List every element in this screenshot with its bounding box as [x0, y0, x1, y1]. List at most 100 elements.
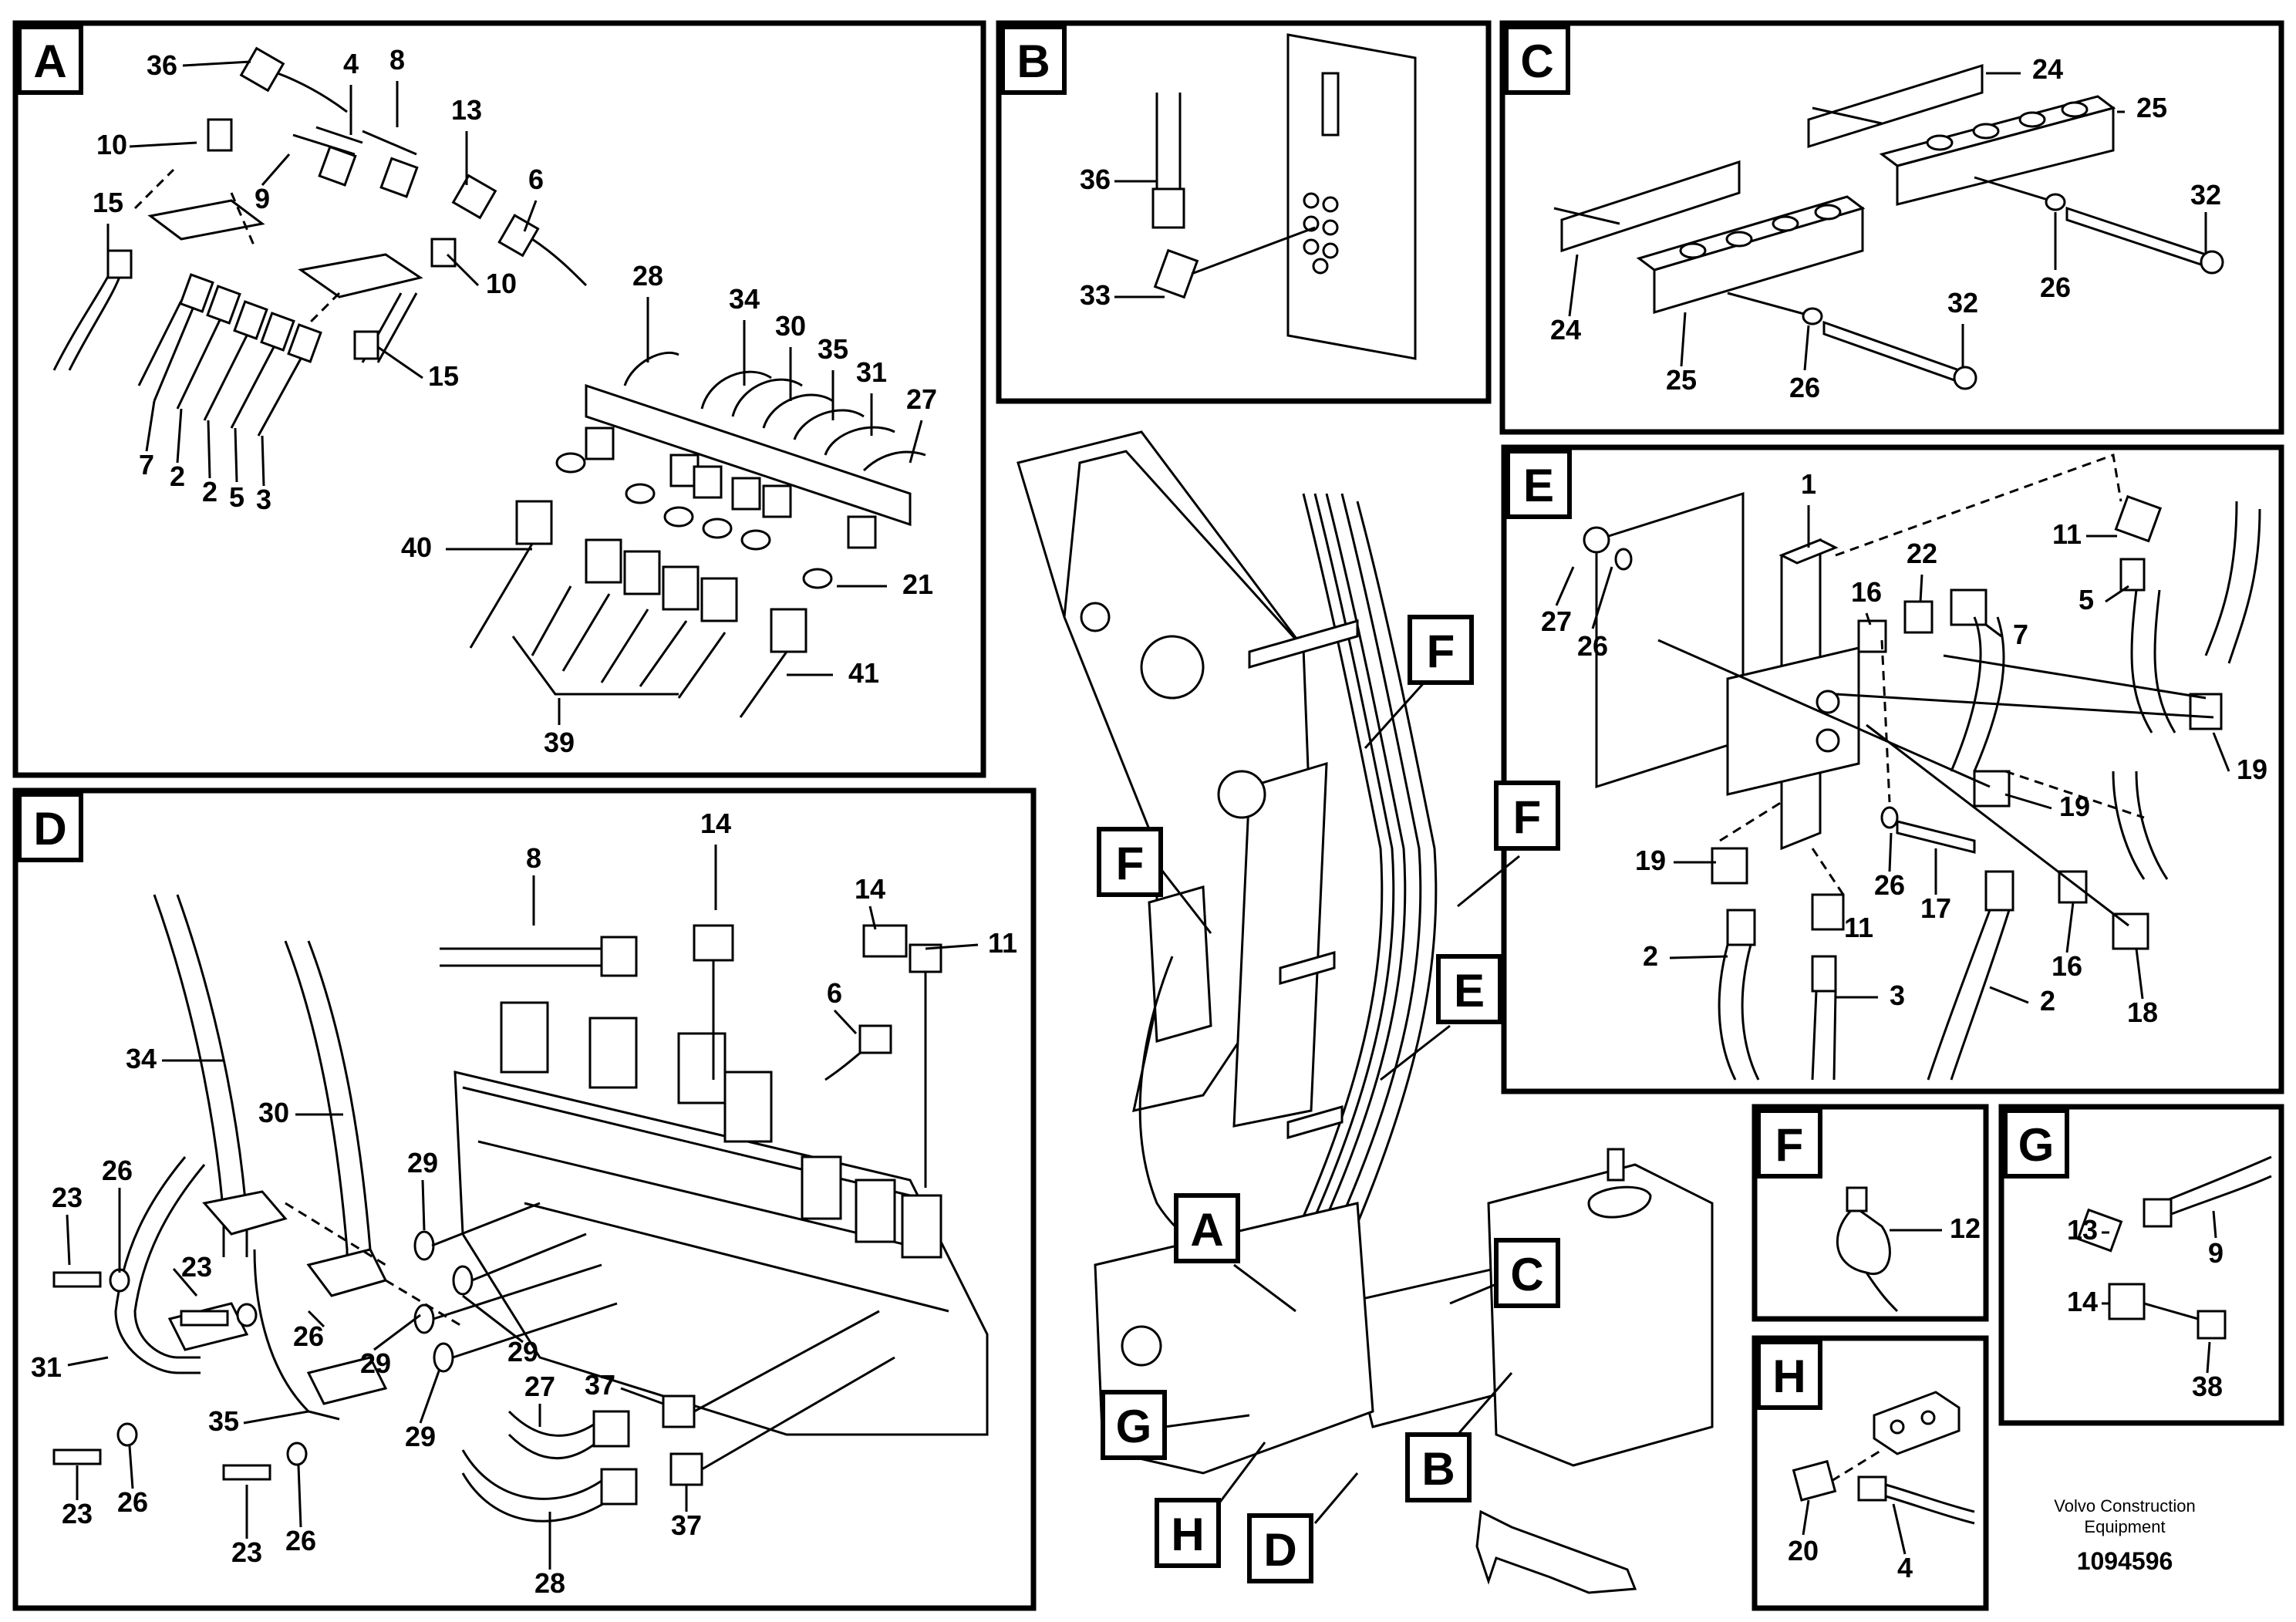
- label-10: 10: [96, 129, 127, 160]
- label-g-14: 14: [2067, 1286, 2098, 1317]
- label-35: 35: [818, 333, 848, 365]
- overview-callout-a: A: [1174, 1193, 1296, 1313]
- svg-text:G: G: [2018, 1119, 2055, 1171]
- hose-28-d: [461, 1449, 610, 1523]
- label-d-23d: 23: [231, 1536, 262, 1568]
- panel-a-drawing: [52, 46, 926, 718]
- panel-f-frame: [1752, 1104, 1989, 1322]
- flange-a: [202, 1190, 288, 1236]
- label-b-36: 36: [1080, 164, 1111, 195]
- svg-text:A: A: [33, 35, 66, 87]
- svg-text:H: H: [1171, 1509, 1204, 1560]
- panel-tab-f: F: [1756, 1108, 1822, 1179]
- panel-g-drawing: [2076, 1155, 2272, 1340]
- label-d-29: 29: [407, 1147, 438, 1179]
- hose-bundle: [1294, 493, 1384, 1235]
- svg-text:D: D: [33, 803, 66, 855]
- fitting-15b: [353, 330, 379, 360]
- label-e-16b: 16: [2052, 950, 2082, 982]
- label-d-37: 37: [585, 1369, 615, 1401]
- label-d-29d: 29: [405, 1421, 436, 1452]
- panel-f-drawing: [1836, 1186, 1899, 1313]
- elbow-13g: [2076, 1208, 2123, 1253]
- footer-company-line2: Equipment: [2084, 1517, 2165, 1536]
- label-2b: 2: [202, 476, 217, 508]
- panel-tab-h: H: [1756, 1340, 1822, 1410]
- mounting-plate: [1286, 33, 1417, 360]
- fitting-15: [106, 249, 133, 279]
- panel-tab-g: G: [2003, 1108, 2069, 1179]
- svg-text:C: C: [1510, 1249, 1543, 1300]
- label-b-33: 33: [1080, 279, 1111, 311]
- label-c-24: 24: [2032, 53, 2063, 85]
- hose-right-e: [2204, 501, 2261, 664]
- fitting-22: [1903, 600, 1934, 634]
- overview-callout-d: D: [1247, 1472, 1359, 1583]
- label-g-13: 13: [2067, 1214, 2098, 1246]
- label-31: 31: [856, 356, 887, 388]
- manifold-fittings: [585, 427, 877, 549]
- label-9: 9: [255, 183, 270, 214]
- nut-27: [1583, 526, 1610, 554]
- fitting-19c: [2189, 693, 2223, 730]
- label-27: 27: [906, 383, 937, 415]
- overview-callout-f2: F: [1457, 781, 1560, 908]
- svg-text:G: G: [1116, 1401, 1152, 1452]
- elbow-11b: [1811, 893, 1845, 931]
- svg-text:A: A: [1190, 1204, 1223, 1256]
- overview-callout-f3: F: [1097, 827, 1212, 934]
- footer-company: Volvo Construction: [2054, 1496, 2195, 1516]
- panel-tab-e: E: [1505, 449, 1572, 519]
- label-15: 15: [93, 187, 123, 218]
- fitting-37a: [662, 1394, 696, 1428]
- panel-h-frame: [1752, 1335, 1989, 1611]
- panel-e-drawing: [1583, 453, 2261, 1081]
- tee-14a: [693, 924, 734, 962]
- spool-caps: [500, 1001, 942, 1259]
- label-d-31: 31: [31, 1351, 62, 1383]
- label-c-26b: 26: [1789, 372, 1820, 403]
- elbow-14b: [862, 924, 908, 958]
- label-d-26d: 26: [285, 1525, 316, 1556]
- label-d-37b: 37: [671, 1509, 702, 1541]
- hose-5: [2130, 589, 2176, 733]
- hose-28: [623, 351, 679, 386]
- fitting-5: [2119, 558, 2146, 592]
- panel-d-drawing: [52, 894, 989, 1523]
- clamp-plate-a1: [147, 199, 265, 241]
- label-d-29b: 29: [360, 1347, 391, 1379]
- fitting-8: [600, 936, 638, 977]
- label-d-28: 28: [534, 1567, 565, 1599]
- label-d-26c: 26: [117, 1486, 148, 1518]
- label-g-9: 9: [2208, 1237, 2224, 1269]
- label-d-35: 35: [208, 1405, 239, 1437]
- label-10b: 10: [486, 268, 517, 299]
- svg-text:F: F: [1775, 1119, 1804, 1171]
- panel-tab-c: C: [1504, 25, 1570, 95]
- label-40: 40: [401, 531, 432, 563]
- panel-tab-a: A: [17, 25, 83, 95]
- label-d-14b: 14: [855, 873, 885, 905]
- fitting-10: [207, 118, 233, 152]
- panel-a-leaders: [106, 60, 923, 725]
- footer-block: Volvo Construction Equipment 1094596: [2054, 1496, 2195, 1575]
- label-e-19b: 19: [2059, 791, 2090, 822]
- flange-b: [306, 1248, 388, 1297]
- label-e-26: 26: [1577, 630, 1608, 662]
- panel-f-labels: 12: [1890, 1212, 1981, 1244]
- label-d-34: 34: [126, 1043, 157, 1074]
- hose-27: [507, 1410, 602, 1460]
- fitting-36: [239, 46, 285, 93]
- svg-text:C: C: [1520, 35, 1553, 87]
- label-30: 30: [775, 310, 806, 342]
- label-e-11: 11: [2052, 518, 2082, 550]
- label-c-24b: 24: [1550, 314, 1581, 346]
- label-d-8: 8: [526, 842, 541, 874]
- overview-callout-e: E: [1380, 954, 1502, 1081]
- label-36: 36: [147, 49, 177, 81]
- label-h-20: 20: [1788, 1535, 1819, 1566]
- label-d-6: 6: [827, 977, 842, 1009]
- panel-tab-b: B: [1000, 25, 1067, 95]
- plate-24-left: [1560, 160, 1741, 253]
- label-21: 21: [902, 568, 933, 600]
